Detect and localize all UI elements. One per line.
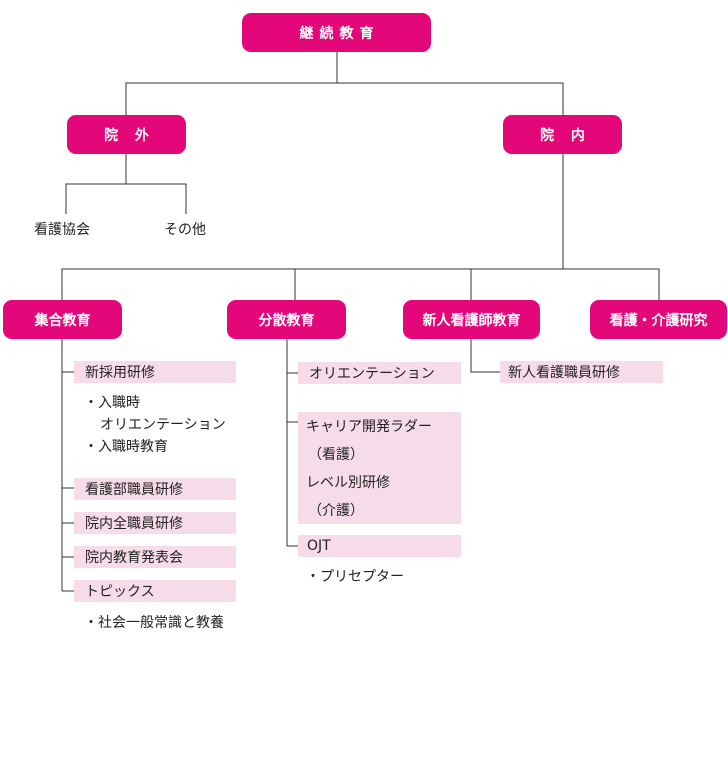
nursing-staff-training: 看護部職員研修	[74, 478, 236, 500]
career-ladder-line-2: （看護）	[308, 447, 364, 463]
category-new-nurse-training: 新人看護師教育	[403, 300, 540, 339]
topics: トピックス	[74, 580, 236, 602]
education-presentation: 院内教育発表会	[74, 546, 236, 568]
career-ladder-line-3: レベル別研修	[306, 475, 390, 491]
category-nursing-care-research: 看護・介護研究	[590, 300, 727, 339]
inside-box: 院 内	[503, 115, 622, 154]
new-hire-note-1: ・入職時	[84, 395, 140, 411]
career-ladder-line-4: （介護）	[308, 503, 364, 519]
career-ladder-block: キャリア開発ラダー （看護） レベル別研修 （介護）	[298, 412, 461, 524]
root-box: 継続教育	[242, 13, 431, 52]
new-hire-training: 新採用研修	[74, 361, 236, 383]
ojt: OJT	[298, 535, 461, 557]
career-ladder-line-1: キャリア開発ラダー	[306, 419, 432, 435]
outside-item-other: その他	[164, 222, 206, 238]
new-hire-note-3: ・入職時教育	[84, 439, 168, 455]
category-distributed-training: 分散教育	[227, 300, 346, 339]
category-group-training: 集合教育	[3, 300, 122, 339]
topics-note: ・社会一般常識と教養	[84, 615, 224, 631]
outside-box: 院 外	[67, 115, 186, 154]
new-hire-note-2: オリエンテーション	[100, 417, 226, 433]
outside-item-nursing-association: 看護協会	[34, 222, 90, 238]
orientation: オリエンテーション	[298, 362, 461, 384]
all-staff-training: 院内全職員研修	[74, 512, 236, 534]
new-nurse-staff-training: 新人看護職員研修	[500, 361, 663, 383]
ojt-note: ・プリセプター	[306, 569, 404, 585]
